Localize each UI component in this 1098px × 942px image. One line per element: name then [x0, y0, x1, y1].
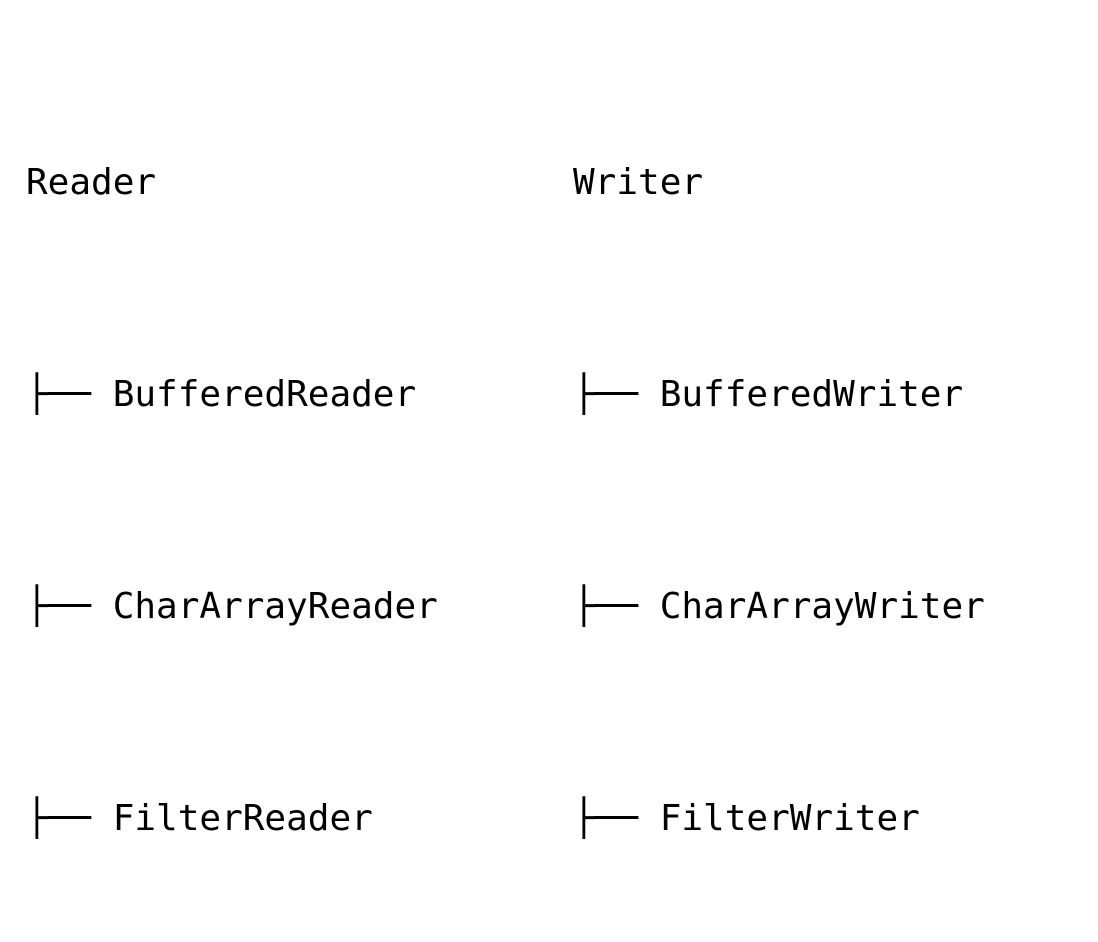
tree-node-buffered-writer: ├── BufferedWriter	[573, 368, 1050, 421]
tree-node-writer: Writer	[573, 156, 1050, 209]
tree-connector-branch-icon: ├──	[26, 798, 113, 839]
tree-connector-branch-icon: ├──	[26, 586, 113, 627]
tree-node-reader: Reader	[26, 156, 503, 209]
tree-connector-branch-icon: ├──	[26, 374, 113, 415]
class-name-label: FilterReader	[112, 798, 373, 839]
tree-connector-branch-icon: ├──	[573, 374, 660, 415]
tree-node-char-array-writer: ├── CharArrayWriter	[573, 580, 1050, 633]
class-name-label: Reader	[26, 162, 157, 203]
tree-node-filter-writer: ├── FilterWriter	[573, 792, 1050, 845]
reader-hierarchy-column: Reader ├── BufferedReader ├── CharArrayR…	[26, 50, 503, 942]
tree-connector-branch-icon: ├──	[573, 586, 660, 627]
writer-hierarchy-column: Writer ├── BufferedWriter ├── CharArrayW…	[573, 50, 1050, 942]
class-name-label: BufferedReader	[112, 374, 417, 415]
class-name-label: Writer	[573, 162, 704, 203]
tree-node-buffered-reader: ├── BufferedReader	[26, 368, 503, 421]
tree-node-filter-reader: ├── FilterReader	[26, 792, 503, 845]
class-name-label: CharArrayWriter	[659, 586, 985, 627]
tree-connector-branch-icon: ├──	[573, 798, 660, 839]
tree-diagram-canvas: Reader ├── BufferedReader ├── CharArrayR…	[26, 162, 985, 839]
tree-node-char-array-reader: ├── CharArrayReader	[26, 580, 503, 633]
class-name-label: FilterWriter	[659, 798, 920, 839]
class-name-label: BufferedWriter	[659, 374, 964, 415]
class-name-label: CharArrayReader	[112, 586, 438, 627]
